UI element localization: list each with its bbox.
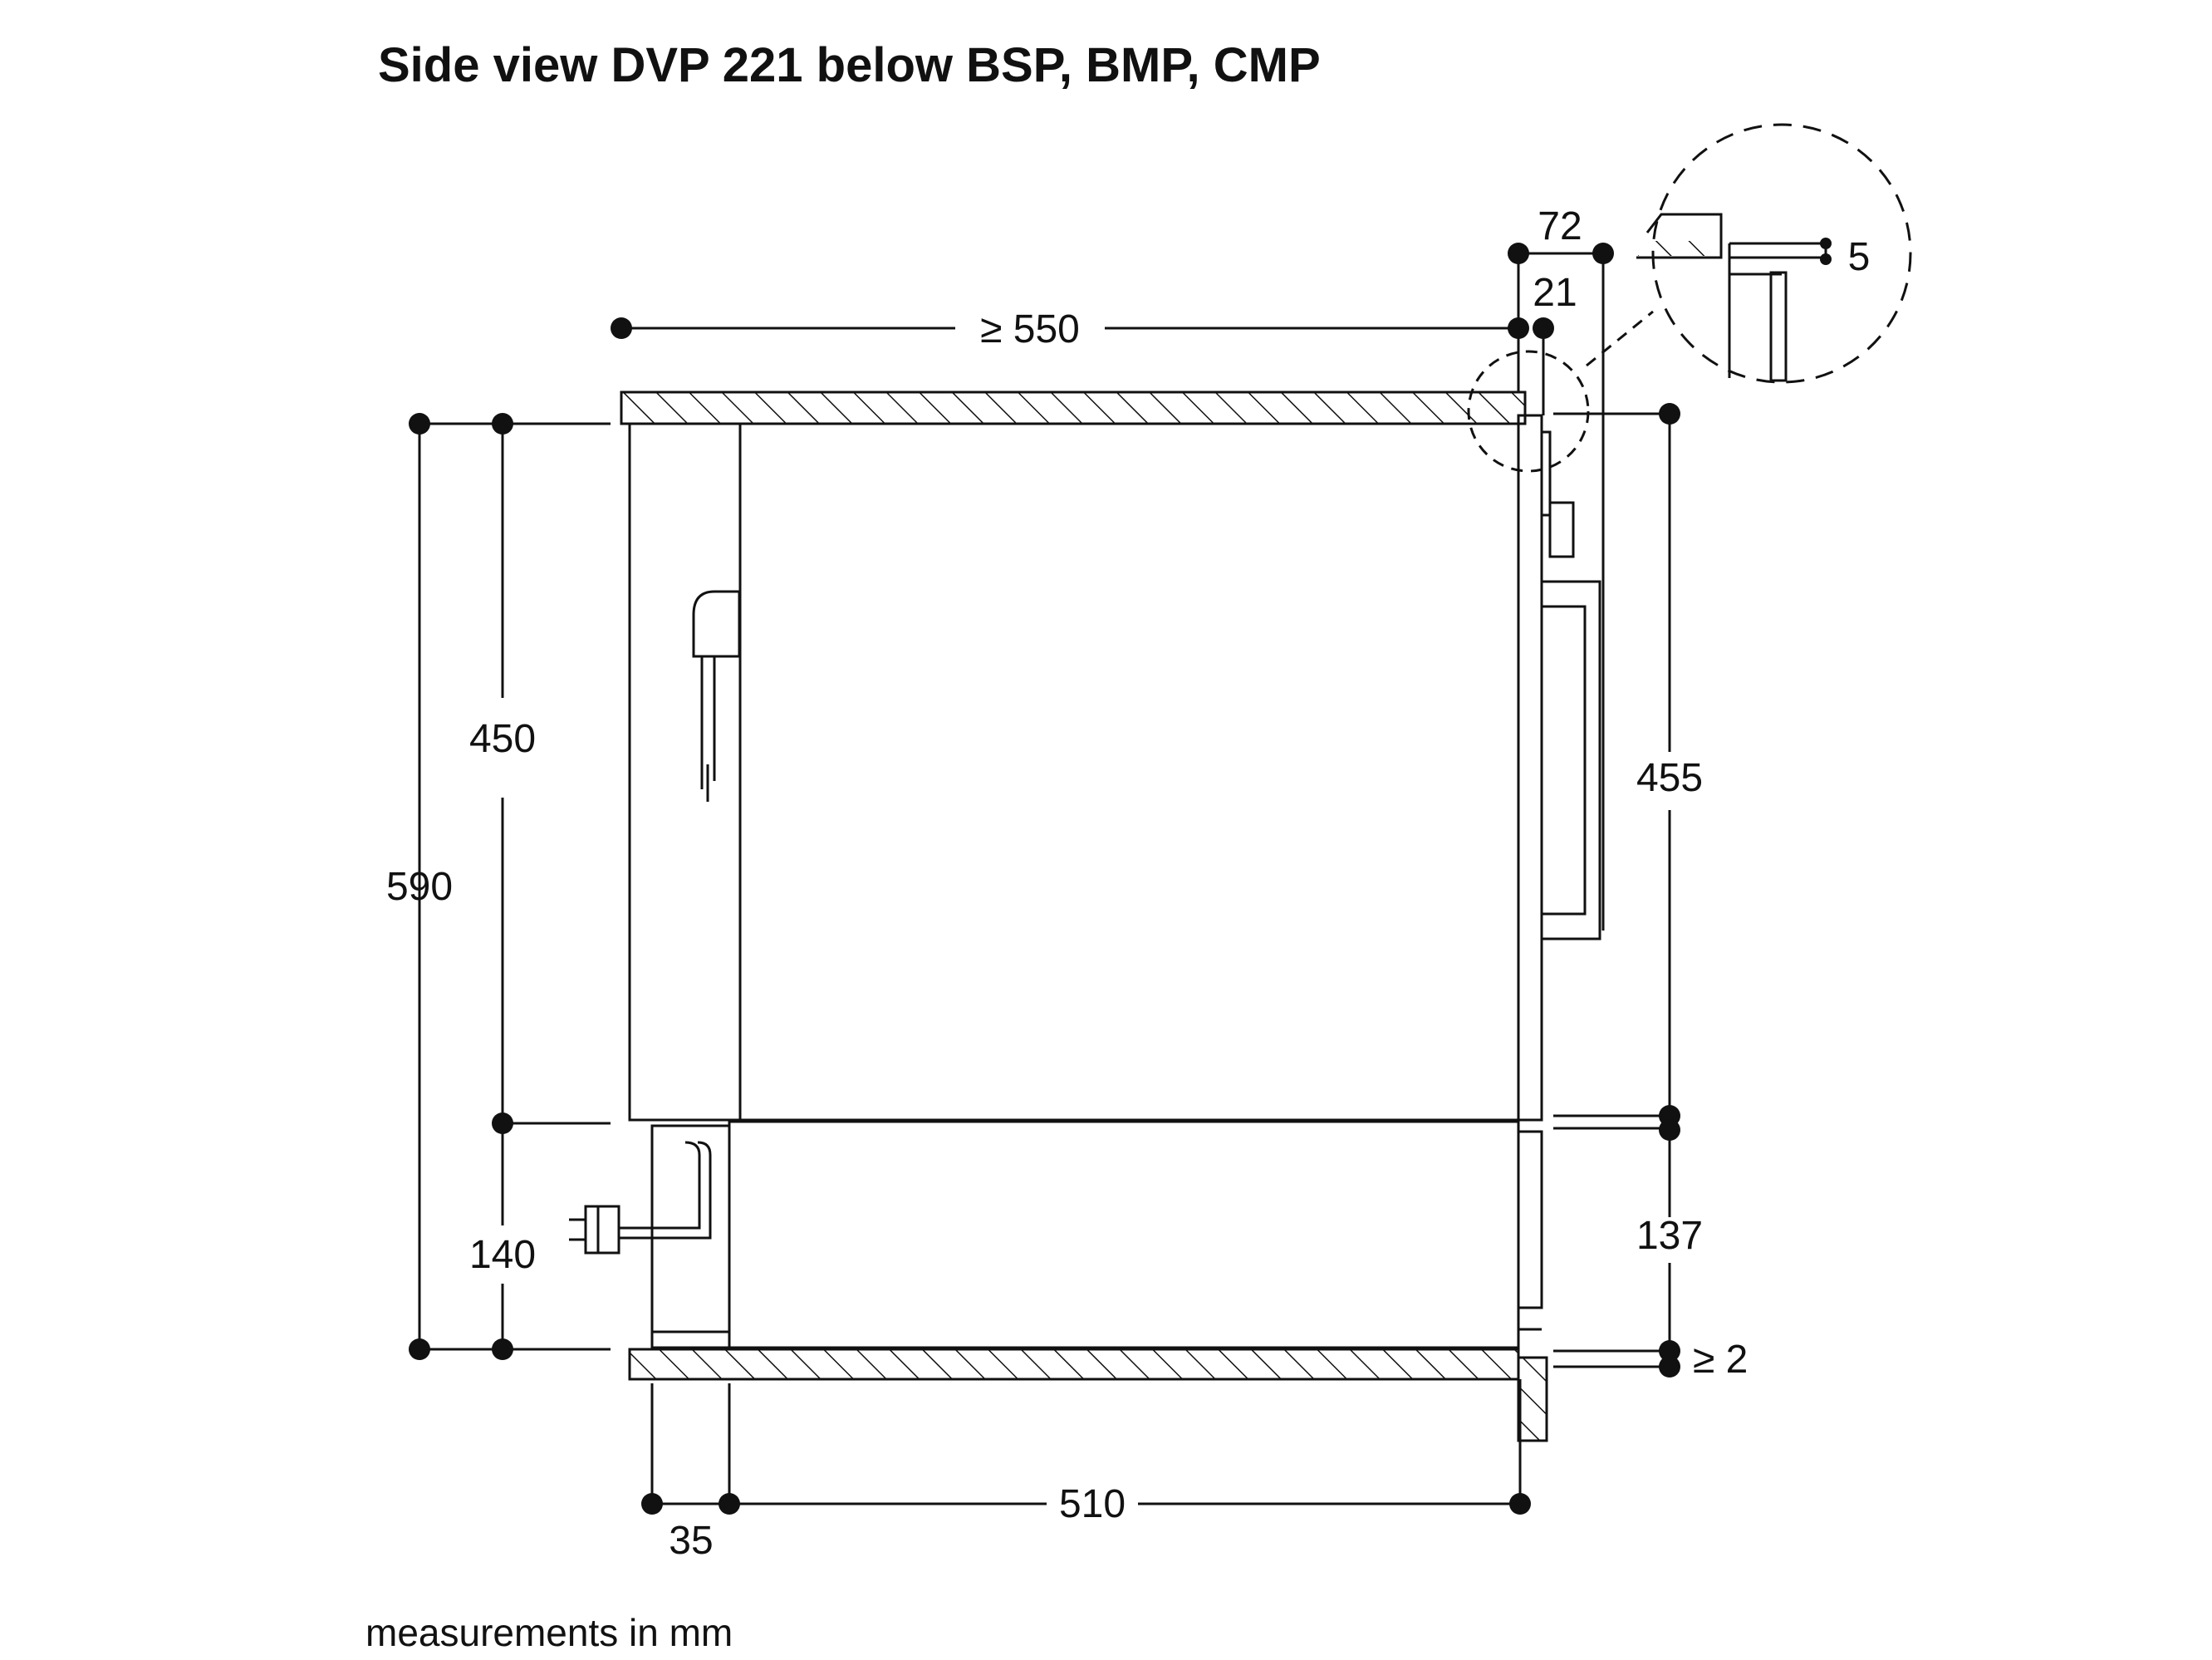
oven-connection-pipe — [692, 590, 741, 802]
oven-body — [628, 422, 1520, 1122]
oven-handle-inner — [1540, 605, 1587, 916]
measurement-note: measurements in mm — [365, 1611, 733, 1654]
dimension-dots — [409, 238, 1832, 1515]
dim-detail-gap: 5 — [1848, 235, 1871, 279]
oven-control-panel — [1540, 430, 1552, 517]
dim-gap-bottom: ≥ 2 — [1693, 1338, 1748, 1382]
drawing-title: Side view DVP 221 below BSP, BMP, CMP — [378, 38, 1321, 92]
warming-drawer-front — [1517, 1130, 1543, 1309]
dim-455: 455 — [1636, 756, 1703, 800]
worktop — [620, 390, 1527, 425]
dim-21: 21 — [1533, 271, 1577, 315]
bottom-shelf — [628, 1348, 1520, 1381]
dim-450: 450 — [469, 717, 536, 761]
detail-zoom-content — [1636, 213, 1821, 382]
oven-front-fascia — [1517, 414, 1543, 1122]
dim-140: 140 — [469, 1233, 536, 1277]
plinth — [1517, 1356, 1548, 1442]
dim-510: 510 — [1059, 1482, 1126, 1526]
dim-top-depth: ≥ 550 — [980, 307, 1080, 351]
dim-137: 137 — [1636, 1214, 1703, 1258]
oven-knob — [1548, 501, 1575, 558]
dim-72: 72 — [1538, 204, 1582, 248]
warming-drawer-body — [728, 1120, 1520, 1349]
detail-marker-circle — [1467, 350, 1590, 473]
dim-590: 590 — [386, 865, 453, 909]
power-plug — [569, 1141, 712, 1255]
oven-handle — [1540, 580, 1601, 941]
dim-35: 35 — [669, 1519, 713, 1563]
